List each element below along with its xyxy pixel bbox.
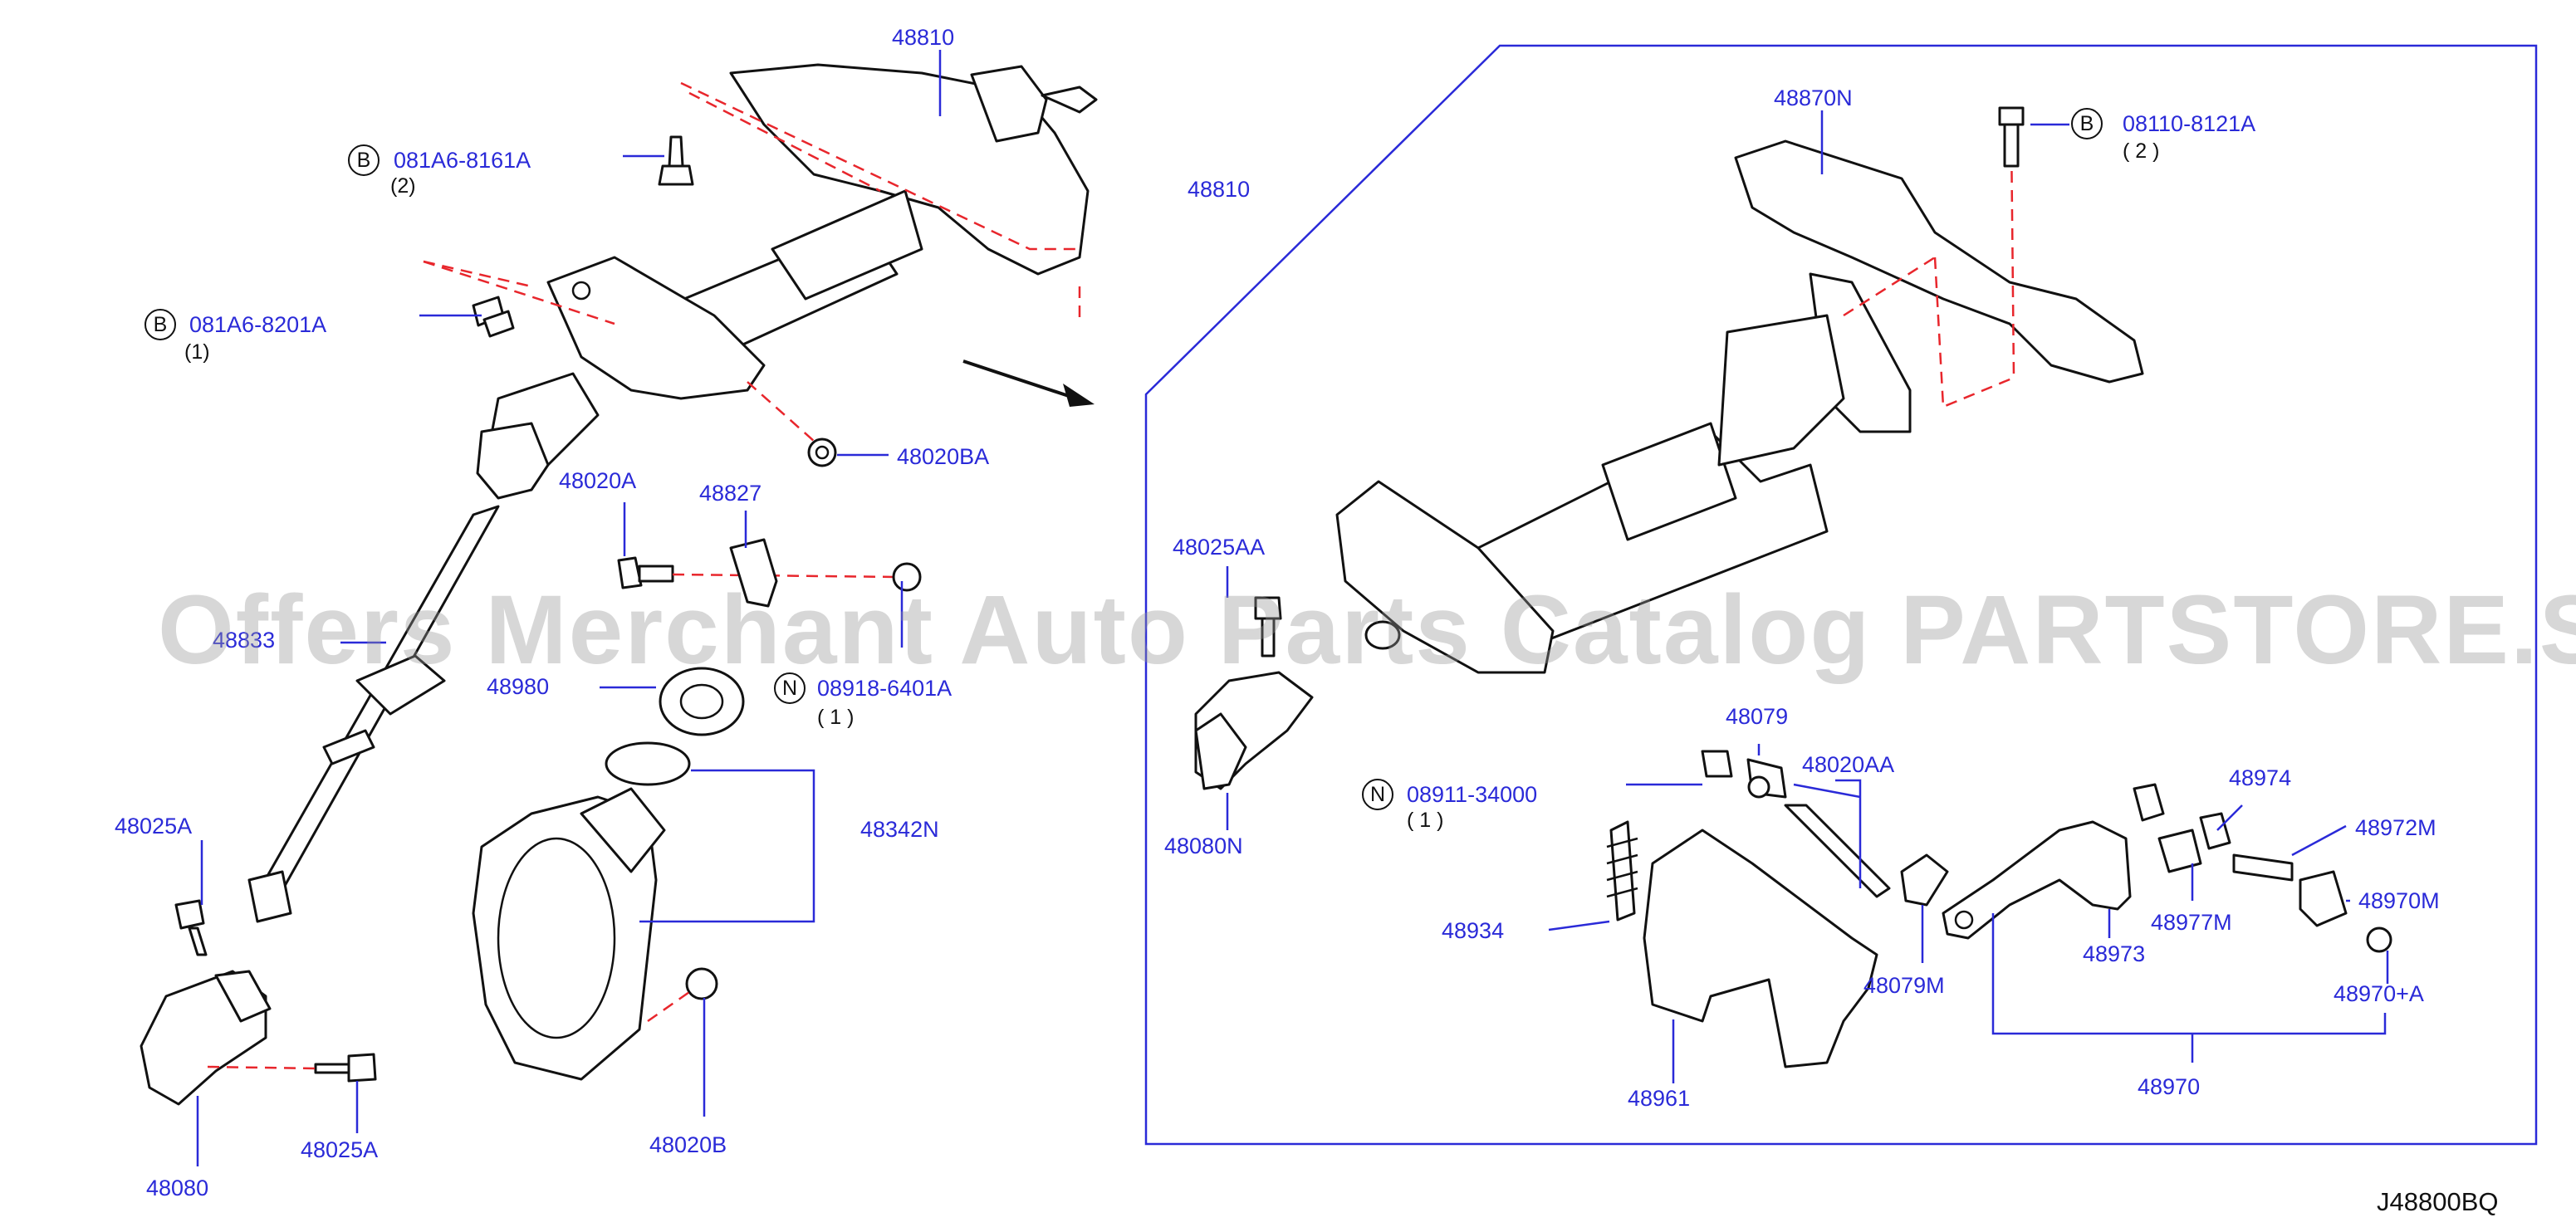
part-label-48020B[interactable]: 48020B: [649, 1132, 727, 1157]
part-label-48020A[interactable]: 48020A: [559, 468, 637, 493]
part-label-48810-box[interactable]: 48810: [1188, 177, 1251, 202]
part-label-48833[interactable]: 48833: [213, 628, 276, 653]
steering-column-assembly: [247, 63, 1098, 923]
fastener-qty-3: ( 1 ): [817, 706, 855, 729]
part-label-48870N[interactable]: 48870N: [1774, 86, 1853, 110]
detail-arrow: [962, 359, 1095, 407]
fastener-number-1[interactable]: 081A6-8161A: [394, 148, 531, 173]
part-label-48980[interactable]: 48980: [487, 674, 550, 699]
part-label-48934[interactable]: 48934: [1442, 918, 1505, 943]
fastener-qty-4: ( 2 ): [2123, 139, 2160, 163]
fastener-number-5[interactable]: 08911-34000: [1407, 782, 1538, 807]
part-label-48025A-bottom[interactable]: 48025A: [301, 1137, 379, 1162]
fastener-number-2[interactable]: 081A6-8201A: [189, 312, 327, 337]
part-label-48025A-top[interactable]: 48025A: [115, 814, 193, 838]
fastener-type-badge-1: B: [348, 144, 380, 176]
part-label-48974[interactable]: 48974: [2229, 765, 2292, 790]
part-label-48977M[interactable]: 48977M: [2151, 910, 2232, 935]
fastener-qty-2: (1): [184, 340, 210, 364]
watermark: Offers Merchant Auto Parts Catalog PARTS…: [158, 575, 2576, 685]
part-label-48961[interactable]: 48961: [1628, 1086, 1691, 1111]
fastener-number-3[interactable]: 08918-6401A: [817, 676, 953, 701]
part-label-48810-top[interactable]: 48810: [892, 25, 955, 50]
fastener-number-4[interactable]: 08110-8121A: [2123, 111, 2256, 136]
fastener-type-badge-3: N: [774, 672, 806, 704]
fastener-qty-1: (2): [390, 174, 416, 198]
part-label-48970M[interactable]: 48970M: [2358, 888, 2440, 913]
fastener-type-badge-2: B: [144, 309, 176, 340]
diagram-reference-code: J48800BQ: [2377, 1187, 2499, 1216]
fastener-type-badge-5: N: [1362, 779, 1393, 810]
detail-box: [1144, 44, 2538, 1146]
part-label-48342N[interactable]: 48342N: [860, 817, 939, 842]
part-label-48972M[interactable]: 48972M: [2355, 815, 2436, 840]
part-label-48020AA[interactable]: 48020AA: [1802, 752, 1895, 777]
part-label-48973[interactable]: 48973: [2083, 941, 2146, 966]
part-label-48970[interactable]: 48970: [2138, 1074, 2201, 1099]
part-label-48079[interactable]: 48079: [1726, 704, 1789, 729]
part-label-48079M[interactable]: 48079M: [1863, 973, 1945, 998]
fastener-type-badge-4: B: [2071, 108, 2103, 139]
left-small-parts: [140, 135, 922, 1106]
part-label-48025AA[interactable]: 48025AA: [1173, 535, 1266, 560]
leader-lines: [196, 50, 2389, 1166]
part-label-48827[interactable]: 48827: [699, 481, 762, 506]
fastener-qty-5: ( 1 ): [1407, 809, 1444, 832]
part-label-48020BA[interactable]: 48020BA: [897, 444, 990, 469]
column-detail: [1335, 106, 2144, 674]
part-label-48080N[interactable]: 48080N: [1164, 834, 1243, 858]
detail-small-parts: [1194, 596, 2392, 1068]
part-label-48970-plus-A[interactable]: 48970+A: [2334, 981, 2424, 1006]
part-label-48080[interactable]: 48080: [146, 1176, 209, 1200]
